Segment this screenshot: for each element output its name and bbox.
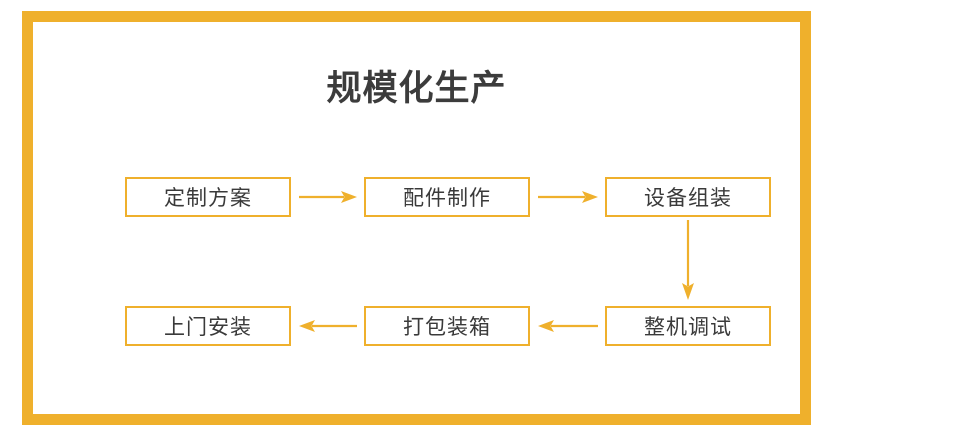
flow-node-5-label: 打包装箱 (403, 316, 491, 339)
flow-node-6-label: 上门安装 (164, 316, 252, 339)
outer-frame: 规模化生产 定制方案 配件制作 设备组装 (22, 11, 811, 425)
flow-node-1-label: 定制方案 (164, 187, 252, 210)
page-title: 规模化生产 (326, 69, 507, 108)
arrow-down-icon-1 (679, 220, 697, 300)
arrow-right-icon-2 (538, 188, 598, 206)
flow-node-4[interactable]: 整机调试 (605, 306, 771, 346)
arrow-left-icon-2 (299, 317, 357, 335)
arrow-right-icon-1 (299, 188, 357, 206)
flow-node-1[interactable]: 定制方案 (125, 177, 291, 217)
flow-node-3-label: 设备组装 (644, 187, 732, 210)
flow-node-6[interactable]: 上门安装 (125, 306, 291, 346)
flow-node-2[interactable]: 配件制作 (364, 177, 530, 217)
flow-node-4-label: 整机调试 (644, 316, 732, 339)
arrow-left-icon-1 (538, 317, 598, 335)
flow-node-3[interactable]: 设备组装 (605, 177, 771, 217)
flow-node-5[interactable]: 打包装箱 (364, 306, 530, 346)
flow-node-2-label: 配件制作 (403, 187, 491, 210)
